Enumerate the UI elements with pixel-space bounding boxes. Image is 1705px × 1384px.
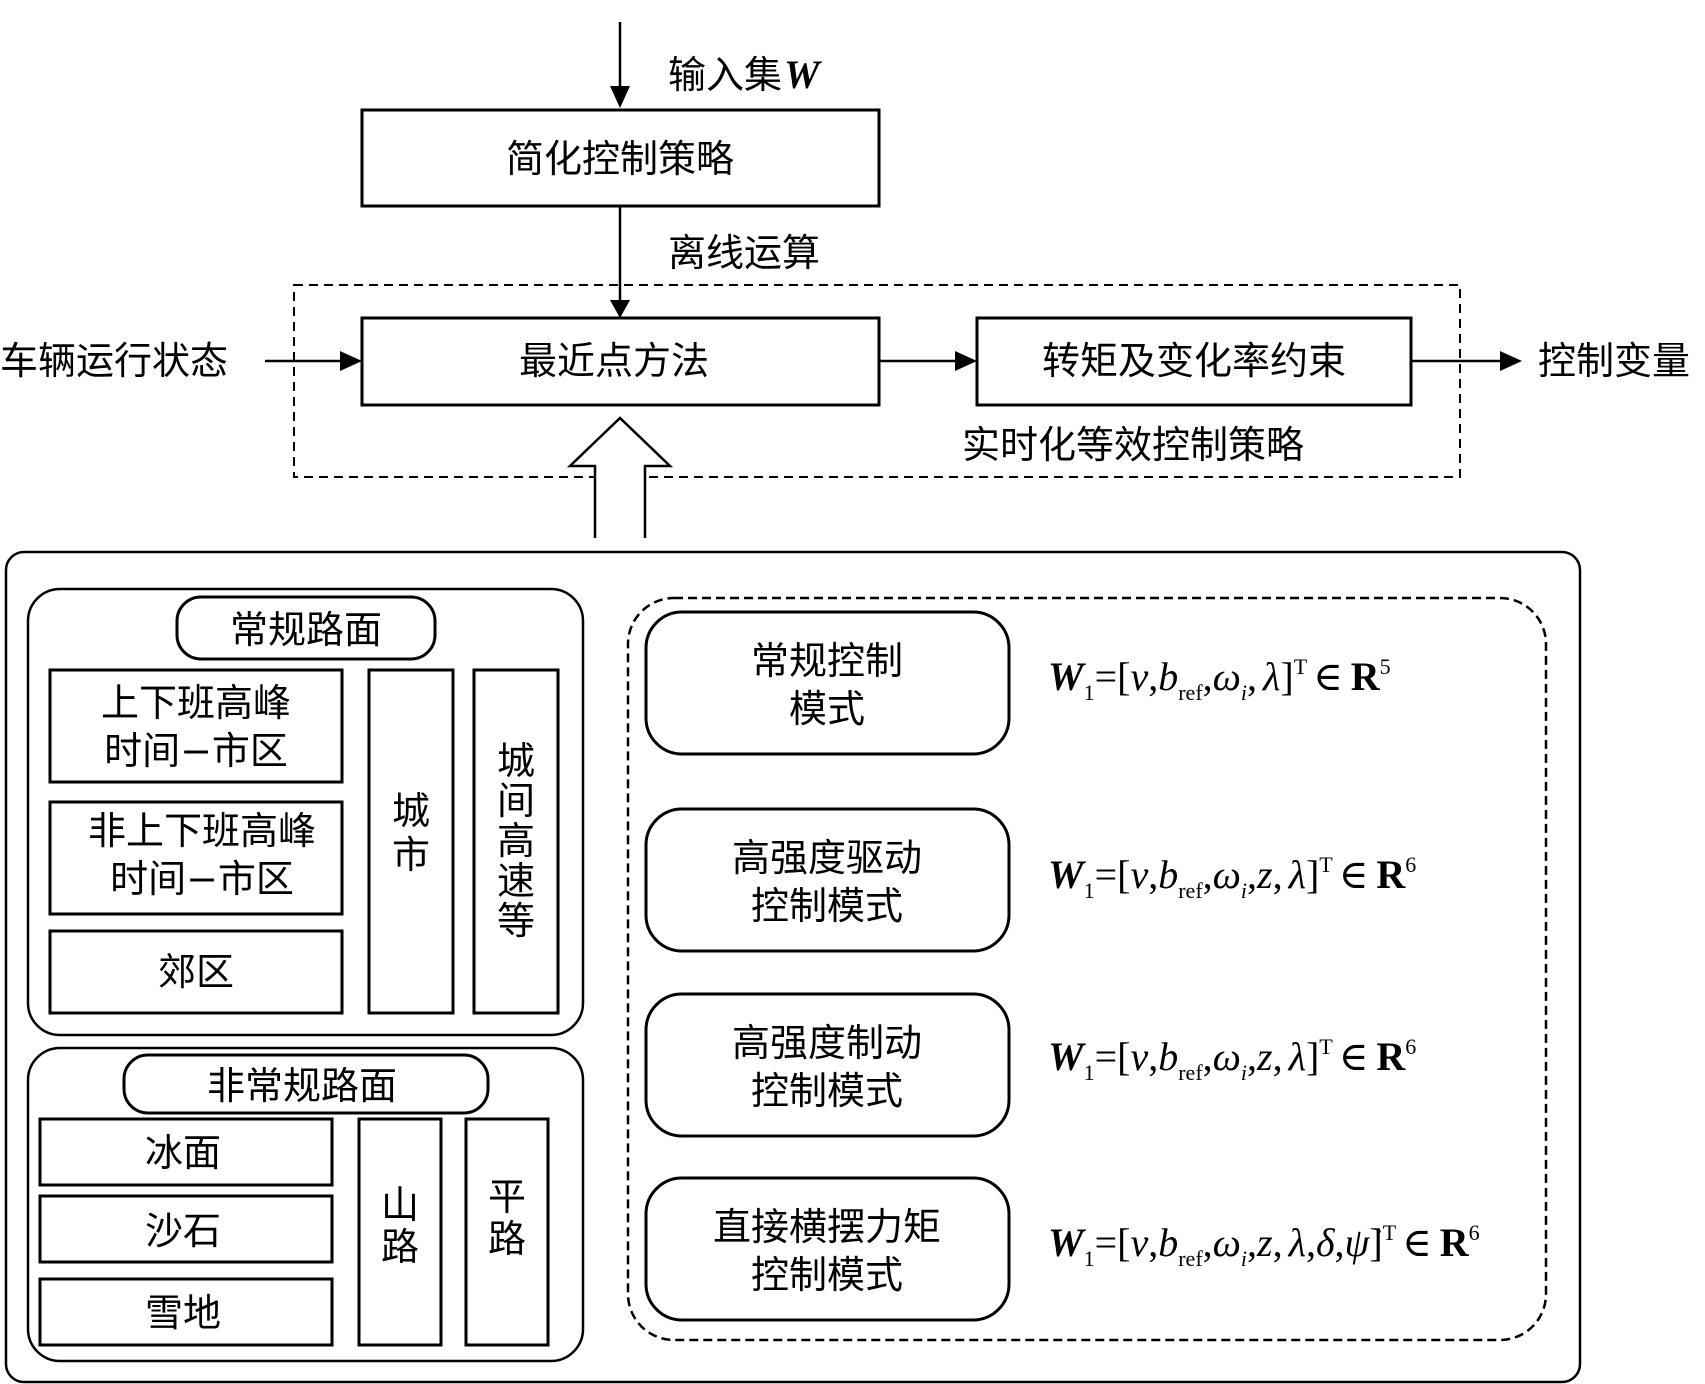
simplified-strategy-label: 简化控制策略 (506, 137, 734, 181)
mode-dyc-box (644, 1176, 1011, 1322)
hollow-up-arrow (566, 416, 674, 538)
regular-road-title-box (175, 595, 437, 661)
mode-high-brake-box (644, 992, 1011, 1138)
control-variable-label: 控制变量 (1538, 339, 1690, 383)
mode-regular-formula: W1=[v,bref,ωi,λ]T∈R5 (1048, 654, 1391, 705)
torque-constraint-label: 转矩及变化率约束 (1042, 339, 1346, 383)
road-ice-box (38, 1117, 334, 1187)
road-intercity-label: 城间高速等 (497, 739, 535, 943)
irregular-road-title-box (122, 1053, 490, 1115)
nearest-point-label: 最近点方法 (519, 339, 709, 383)
nearest-to-torque-arrowhead (955, 351, 977, 371)
mode-high-drive-formula: W1=[v,bref,ωi,z,λ]T∈R6 (1048, 852, 1416, 903)
mode-high-drive-box (644, 807, 1011, 953)
road-snow-label: 雪地 (145, 1291, 221, 1335)
modes-container (626, 596, 1548, 1342)
mode-high-brake-label: 高强度制动控制模式 (732, 1021, 922, 1113)
road-city-label: 城市 (392, 789, 430, 877)
input-arrowhead (610, 86, 630, 108)
road-suburban-box (48, 929, 344, 1015)
nearest-point-box (360, 316, 881, 407)
mode-dyc-formula: W1=[v,bref,ωi,z,λ,δ,ψ̇]T∈R6 (1048, 1220, 1480, 1271)
road-snow-box (38, 1277, 334, 1347)
mode-high-brake-formula: W1=[v,bref,ωi,z,λ]T∈R6 (1048, 1034, 1416, 1085)
vehicle-state-arrowhead (340, 351, 362, 371)
offline-label: 离线运算 (668, 231, 820, 275)
torque-constraint-box (975, 316, 1413, 407)
realtime-label: 实时化等效控制策略 (962, 423, 1304, 467)
vehicle-state-label: 车辆运行状态 (0, 339, 228, 383)
regular-road-title: 常规路面 (230, 608, 382, 652)
road-flat-label: 平路 (488, 1175, 526, 1261)
mode-regular-box (644, 610, 1011, 756)
mode-high-drive-label: 高强度驱动控制模式 (732, 836, 922, 928)
road-offpeak-urban-label: 非上下班高峰时间−市区 (88, 809, 316, 901)
offline-arrowhead (610, 300, 630, 318)
road-peak-urban-box (48, 668, 344, 784)
road-ice-label: 冰面 (145, 1131, 221, 1175)
input-label: 输入集W (668, 52, 822, 97)
road-offpeak-urban-box (48, 800, 344, 916)
road-intercity-box (472, 668, 560, 1015)
realtime-region (293, 284, 1461, 478)
road-mountain-box (357, 1117, 443, 1347)
road-suburban-label: 郊区 (158, 950, 234, 994)
mode-dyc-label: 直接横摆力矩控制模式 (713, 1205, 941, 1297)
road-flat-box (464, 1117, 550, 1347)
irregular-road-title: 非常规路面 (207, 1064, 397, 1108)
road-gravel-box (38, 1194, 334, 1264)
road-city-box (367, 668, 455, 1015)
output-arrowhead (1500, 351, 1522, 371)
road-gravel-label: 沙石 (145, 1209, 221, 1253)
road-mountain-label: 山路 (381, 1183, 419, 1269)
mode-regular-label: 常规控制模式 (751, 639, 903, 731)
road-peak-urban-label: 上下班高峰时间−市区 (101, 681, 291, 773)
